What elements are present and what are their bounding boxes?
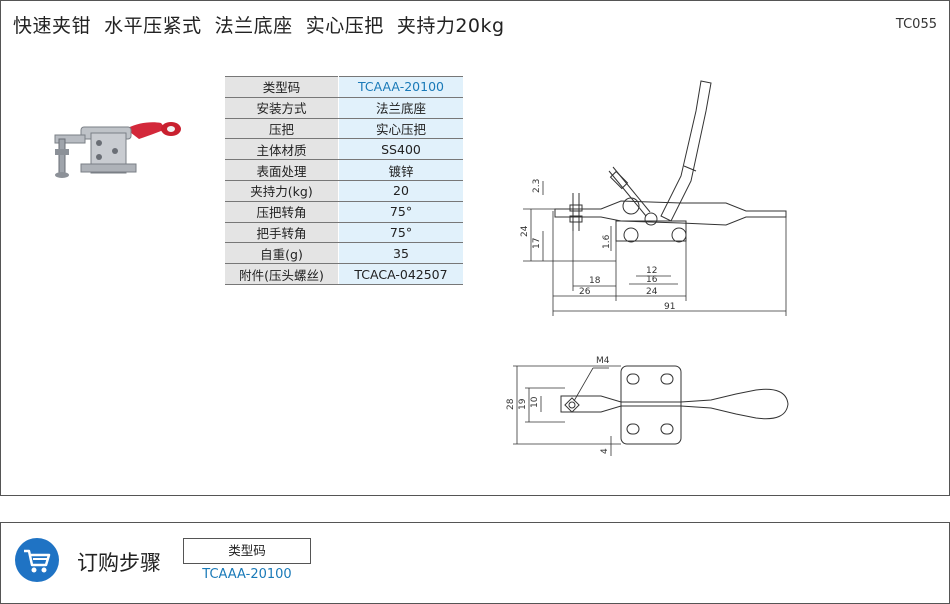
spec-value: SS400 xyxy=(338,138,463,161)
spec-key: 安装方式 xyxy=(225,97,339,119)
spec-value: 75° xyxy=(338,201,463,223)
dim-label: 18 xyxy=(589,276,601,286)
spec-key: 压把转角 xyxy=(225,201,339,223)
dim-label: 91 xyxy=(664,302,675,312)
table-row: 自重(g) 35 xyxy=(225,242,463,265)
table-row: 夹持力(kg) 20 xyxy=(225,180,463,202)
table-row: 主体材质 SS400 xyxy=(225,138,463,161)
table-row: 类型码 TCAAA-20100 xyxy=(225,76,463,98)
dim-label: 16 xyxy=(646,275,658,285)
spec-key: 主体材质 xyxy=(225,138,339,161)
table-row: 压把 实心压把 xyxy=(225,118,463,140)
type-code-value[interactable]: TCAAA-20100 xyxy=(202,567,292,582)
spec-value: 实心压把 xyxy=(338,118,463,140)
dim-label: 12 xyxy=(646,266,657,276)
table-row: 压把转角 75° xyxy=(225,201,463,223)
top-view-drawing: M4 28 19 10 4 xyxy=(506,356,789,456)
spec-table: 类型码 TCAAA-20100 安装方式 法兰底座 压把 实心压把 主体材质 S… xyxy=(225,76,463,285)
dim-label: 28 xyxy=(506,398,516,410)
table-row: 附件(压头螺丝) TCACA-042507 xyxy=(225,263,463,285)
spec-value: 75° xyxy=(338,222,463,244)
side-view-drawing: 2.3 24 17 1.6 18 26 12 16 24 91 xyxy=(520,80,787,316)
spec-key: 把手转角 xyxy=(225,222,339,244)
table-row: 安装方式 法兰底座 xyxy=(225,97,463,119)
dim-label: 24 xyxy=(520,225,530,237)
dim-label: 4 xyxy=(600,448,610,454)
spec-value: 20 xyxy=(338,180,463,202)
product-panel: 快速夹钳 水平压紧式 法兰底座 实心压把 夹持力20kg TC055 类型码 T… xyxy=(0,0,950,496)
table-row: 表面处理 镀锌 xyxy=(225,159,463,181)
table-row: 把手转角 75° xyxy=(225,222,463,244)
dim-label: 19 xyxy=(518,398,528,410)
product-photo xyxy=(54,122,181,178)
order-panel: 订购步骤 类型码 TCAAA-20100 xyxy=(0,522,950,604)
spec-key: 表面处理 xyxy=(225,159,339,181)
spec-value: TCACA-042507 xyxy=(338,263,463,285)
dim-label: 26 xyxy=(579,287,591,297)
spec-key: 压把 xyxy=(225,118,339,140)
dim-label: M4 xyxy=(596,356,610,366)
spec-value: 镀锌 xyxy=(338,159,463,181)
dim-label: 10 xyxy=(530,396,540,408)
spec-key: 自重(g) xyxy=(225,242,339,265)
spec-key: 类型码 xyxy=(225,76,339,98)
dim-label: 17 xyxy=(532,238,542,249)
type-code-header: 类型码 xyxy=(183,538,311,564)
spec-key: 夹持力(kg) xyxy=(225,180,339,202)
dim-label: 1.6 xyxy=(602,234,612,249)
shopping-cart-icon xyxy=(15,538,59,582)
spec-key: 附件(压头螺丝) xyxy=(225,263,339,285)
product-code: TC055 xyxy=(895,17,937,32)
spec-value: TCAAA-20100 xyxy=(338,76,463,98)
spec-value: 35 xyxy=(338,242,463,265)
page-title: 快速夹钳 水平压紧式 法兰底座 实心压把 夹持力20kg xyxy=(13,15,505,37)
dim-label: 2.3 xyxy=(532,179,542,193)
order-steps-label: 订购步骤 xyxy=(77,551,161,575)
spec-value: 法兰底座 xyxy=(338,97,463,119)
dim-label: 24 xyxy=(646,287,658,297)
